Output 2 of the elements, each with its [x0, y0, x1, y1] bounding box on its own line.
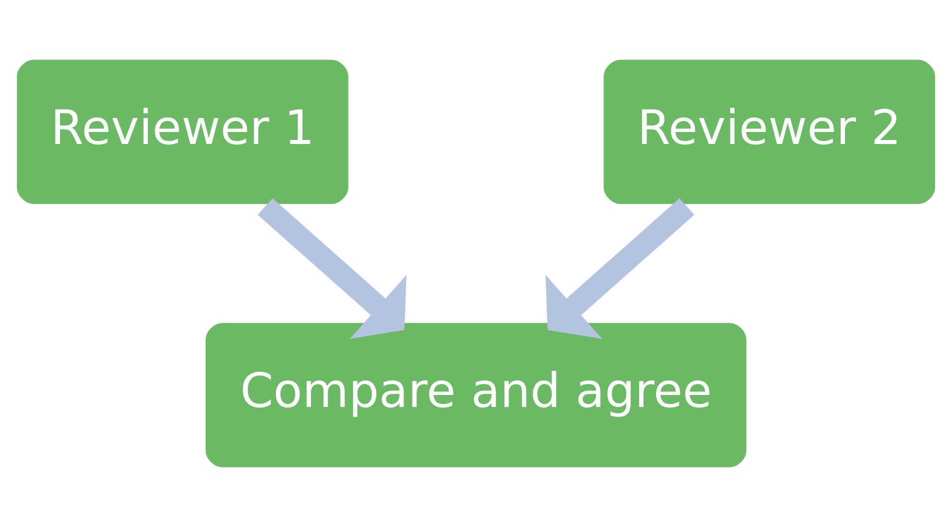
arrow: [258, 198, 407, 339]
arrow: [545, 198, 694, 339]
